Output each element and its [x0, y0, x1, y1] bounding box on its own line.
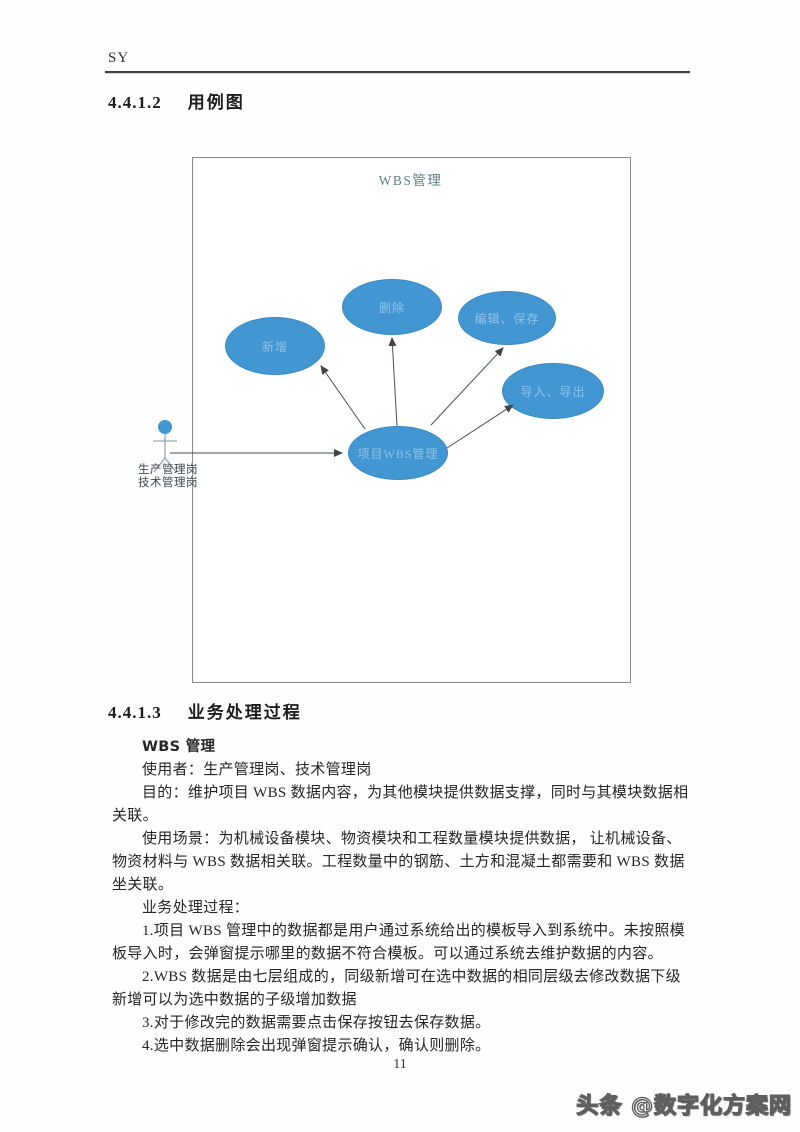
paragraph-purpose: 目的：维护项目 WBS 数据内容，为其他模块提供数据支撑，同时与其模块数据相关联… — [112, 785, 689, 824]
usecase-label-edit-save: 编辑、保存 — [474, 311, 540, 326]
usecase-ellipse-main: 项目WBS管理 — [348, 426, 448, 480]
actor-label-line1: 生产管理岗 — [138, 464, 198, 476]
paragraph-step-1: 1.项目 WBS 管理中的数据都是用户通过系统给出的模板导入到系统中。未按照模板… — [112, 923, 685, 962]
paragraph-step-3: 3.对于修改完的数据需要点击保存按钮去保存数据。 — [142, 1015, 491, 1031]
paragraph-scenario: 使用场景：为机械设备模块、物资模块和工程数量模块提供数据， 让机械设备、物资材料… — [112, 831, 685, 893]
section-title: 业务处理过程 — [187, 703, 302, 722]
section-heading-process: 4.4.1.3 业务处理过程 — [108, 698, 302, 723]
actor-label-line2: 技术管理岗 — [138, 477, 198, 489]
section-number: 4.4.1.3 — [108, 703, 162, 722]
header-text: SY — [108, 50, 130, 66]
usecase-ellipse-delete: 删除 — [342, 279, 442, 335]
paragraph-process-lead: 业务处理过程： — [142, 900, 250, 916]
usecase-label-add: 新增 — [261, 339, 288, 354]
paragraph-step-4: 4.选中数据删除会出现弹窗提示确认，确认则删除。 — [142, 1038, 491, 1054]
body-subtitle: WBS 管理 — [142, 739, 216, 755]
usecase-label-main: 项目WBS管理 — [357, 446, 439, 461]
usecase-ellipse-add: 新增 — [225, 317, 325, 375]
diagram-title: WBS管理 — [378, 173, 443, 188]
actor-label: 生产管理岗 技术管理岗 — [130, 464, 206, 490]
usecase-ellipse-edit-save: 编辑、保存 — [458, 291, 556, 345]
section-title: 用例图 — [187, 93, 245, 112]
watermark: 头条 @数字化方案网 — [576, 1093, 792, 1119]
header-rule — [105, 71, 690, 74]
page-number: 11 — [393, 1057, 407, 1072]
paragraph-users: 使用者：生产管理岗、技术管理岗 — [142, 762, 372, 778]
usecase-ellipse-import-export: 导入、导出 — [502, 363, 604, 419]
usecase-diagram: WBS管理 新增 删除 编辑、保存 导入、导出 项目WBS管理 — [130, 157, 640, 683]
usecase-label-import-export: 导入、导出 — [520, 384, 586, 399]
section-heading-usecase: 4.4.1.2 用例图 — [108, 88, 245, 113]
section-number: 4.4.1.2 — [108, 93, 162, 112]
usecase-label-delete: 删除 — [378, 300, 405, 315]
diagram-frame — [192, 157, 631, 683]
body-text: WBS 管理 使用者：生产管理岗、技术管理岗 目的：维护项目 WBS 数据内容，… — [112, 736, 690, 1058]
paragraph-step-2: 2.WBS 数据是由七层组成的，同级新增可在选中数据的相同层级去修改数据下级新增… — [112, 969, 681, 1008]
